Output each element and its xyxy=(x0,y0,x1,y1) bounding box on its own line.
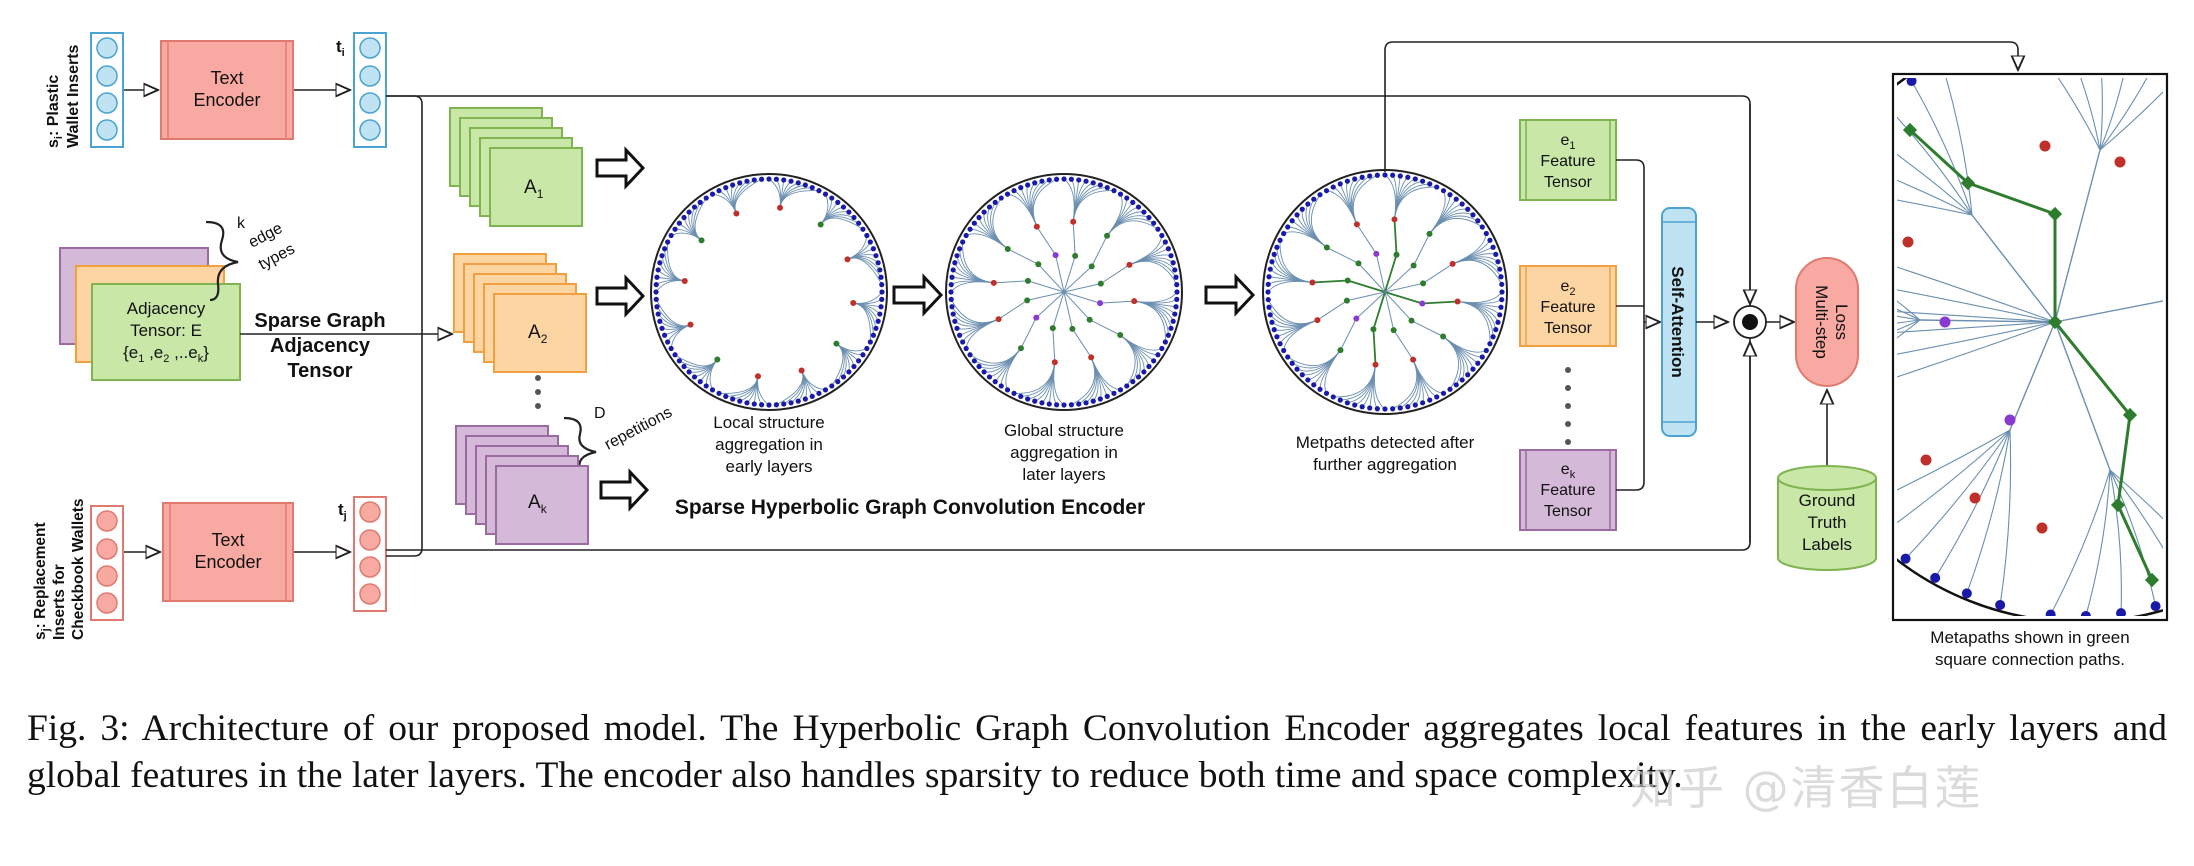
encoder-title: Sparse Hyperbolic Graph Convolution Enco… xyxy=(675,496,1145,519)
ek-feature-tensor: ek Feature Tensor xyxy=(1519,449,1617,531)
si-token-vector xyxy=(90,32,124,148)
ti-vector xyxy=(353,32,387,148)
a1-stack: A1 xyxy=(449,107,583,227)
sj-token-vector xyxy=(90,505,124,621)
tj-vector xyxy=(353,496,387,612)
svg-text:early layers: early layers xyxy=(726,457,813,476)
svg-text:Text: Text xyxy=(211,530,244,550)
metapath-zoom-panel xyxy=(1891,72,2169,622)
hyperbolic-disk-global xyxy=(945,173,1183,411)
feature-connectors xyxy=(1616,159,1645,491)
svg-text:Tensor: Tensor xyxy=(1544,503,1593,520)
disk-captions: Local structure aggregation in early lay… xyxy=(713,413,1474,484)
svg-text:e1: e1 xyxy=(1560,132,1575,152)
svg-text:square connection paths.: square connection paths. xyxy=(1935,650,2125,669)
svg-text:si: Plastic: si: Plastic xyxy=(45,75,65,148)
svg-text:Tensor: Tensor xyxy=(1544,320,1593,337)
svg-text:e2: e2 xyxy=(1560,278,1575,298)
svg-text:ti: ti xyxy=(336,37,345,59)
text-encoder-top: Text Encoder xyxy=(160,40,294,140)
zoom-caption: Metapaths shown in green square connecti… xyxy=(1930,628,2129,669)
svg-text:A2: A2 xyxy=(528,322,548,346)
svg-text:Tensor: Tensor xyxy=(1544,174,1593,191)
text-encoder-bottom: Text Encoder xyxy=(162,502,294,602)
svg-text:ek: ek xyxy=(1561,461,1576,481)
sparse-graph-label: Sparse Graph Adjacency Tensor xyxy=(254,310,385,382)
e2-feature-tensor: e2 Feature Tensor xyxy=(1519,265,1617,347)
svg-text:Encoder: Encoder xyxy=(194,552,261,572)
svg-text:Global structure: Global structure xyxy=(1004,421,1124,440)
svg-text:Self-Attention: Self-Attention xyxy=(1668,266,1687,377)
svg-text:Adjacency: Adjacency xyxy=(127,299,206,318)
input-si-label: si: Plastic Wallet Inserts xyxy=(45,44,82,148)
svg-text:Labels: Labels xyxy=(1802,535,1852,554)
ground-truth-labels: Ground Truth Labels xyxy=(1777,465,1877,571)
svg-text:sj: Replacement: sj: Replacement xyxy=(32,522,52,640)
svg-text:Ak: Ak xyxy=(528,492,548,516)
svg-text:Feature: Feature xyxy=(1540,482,1595,499)
ti-label: ti xyxy=(336,37,345,59)
svg-text:aggregation in: aggregation in xyxy=(715,435,823,454)
svg-text:Truth: Truth xyxy=(1807,513,1846,532)
svg-text:Wallet Inserts: Wallet Inserts xyxy=(65,44,82,148)
svg-text:aggregation in: aggregation in xyxy=(1010,443,1118,462)
ak-stack: Ak xyxy=(455,425,589,545)
svg-text:Inserts for: Inserts for xyxy=(51,564,68,640)
svg-text:Encoder: Encoder xyxy=(193,90,260,110)
svg-text:further aggregation: further aggregation xyxy=(1313,455,1457,474)
self-attention-block: Self-Attention xyxy=(1661,207,1697,437)
figure-caption: Fig. 3: Architecture of our proposed mod… xyxy=(27,708,2167,796)
svg-text:D: D xyxy=(594,405,606,422)
svg-text:Multi-step: Multi-step xyxy=(1812,285,1831,359)
svg-text:A1: A1 xyxy=(524,177,544,201)
fusion-operator xyxy=(1733,305,1767,339)
adjacency-tensor: Adjacency Tensor: E {e1 ,e2 ,..ek} xyxy=(59,247,241,381)
svg-text:Checkbook Wallets: Checkbook Wallets xyxy=(70,498,87,640)
svg-text:Metapaths shown in green: Metapaths shown in green xyxy=(1930,628,2129,647)
input-sj-label: sj: Replacement Inserts for Checkbook Wa… xyxy=(32,498,87,640)
svg-text:Loss: Loss xyxy=(1832,304,1851,340)
svg-text:{e1 ,e2 ,..ek}: {e1 ,e2 ,..ek} xyxy=(123,343,209,365)
svg-text:Feature: Feature xyxy=(1540,299,1595,316)
tj-label: tj xyxy=(338,500,347,522)
svg-text:Tensor: Tensor xyxy=(287,360,352,382)
multistep-loss: Multi-step Loss xyxy=(1795,257,1859,387)
svg-text:tj: tj xyxy=(338,500,347,522)
skip-connection xyxy=(1384,41,2018,172)
svg-text:repetitions: repetitions xyxy=(602,404,675,454)
svg-text:Sparse Graph: Sparse Graph xyxy=(254,310,385,332)
svg-text:k: k xyxy=(237,215,246,232)
svg-text:Local structure: Local structure xyxy=(713,413,825,432)
e1-feature-tensor: e1 Feature Tensor xyxy=(1519,119,1617,201)
svg-text:later layers: later layers xyxy=(1022,465,1105,484)
feature-ellipsis xyxy=(1565,367,1571,445)
svg-text:Tensor: E: Tensor: E xyxy=(130,321,202,340)
svg-text:Text: Text xyxy=(210,68,243,88)
hyperbolic-disk-metapaths xyxy=(1262,169,1508,415)
svg-text:Adjacency: Adjacency xyxy=(270,335,371,357)
svg-text:Feature: Feature xyxy=(1540,153,1595,170)
block-arrows xyxy=(595,146,1256,512)
architecture-diagram: si: Plastic Wallet Inserts Text Encoder … xyxy=(32,32,2169,669)
svg-text:Metpaths detected after: Metpaths detected after xyxy=(1296,433,1475,452)
watermark: 知乎 @清香白莲 xyxy=(1630,761,1983,815)
svg-text:Ground: Ground xyxy=(1799,491,1856,510)
a2-stack: A2 xyxy=(453,253,587,373)
hyperbolic-disk-local xyxy=(650,173,888,411)
